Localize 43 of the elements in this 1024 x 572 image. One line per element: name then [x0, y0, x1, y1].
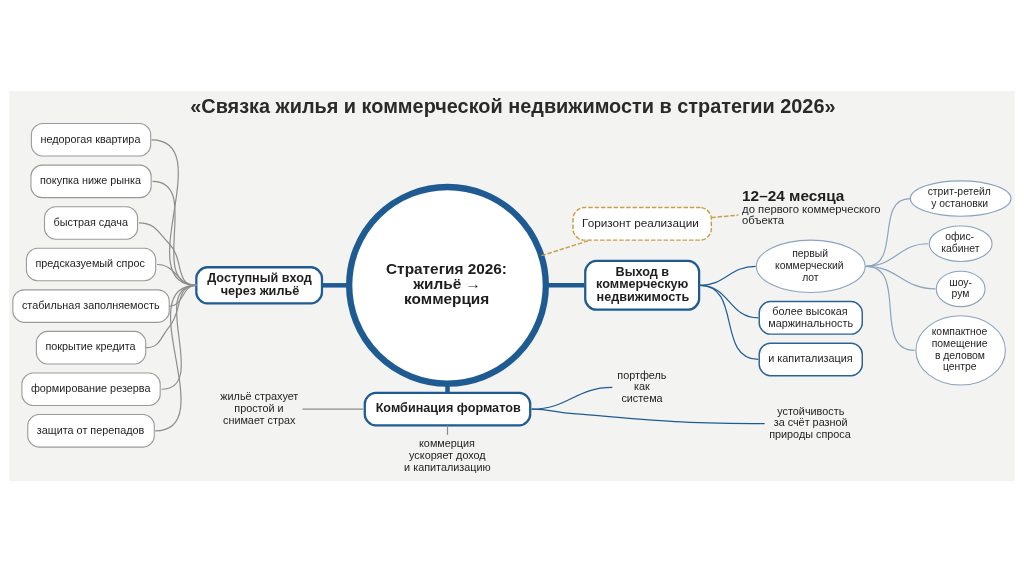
connector	[865, 265, 916, 351]
node-text: коммерция ускоряет доход и капитализацию	[404, 437, 491, 473]
connector	[301, 408, 365, 410]
node-box: Доступный вход через жильё	[195, 266, 324, 305]
node-box: защита от перепадов	[27, 414, 155, 448]
node-box: более высокая маржинальность	[758, 300, 863, 335]
connector	[865, 197, 911, 267]
connector	[445, 383, 450, 393]
connector	[545, 283, 585, 288]
node-box: быстрая сдача	[43, 206, 139, 240]
node-box: покрытие кредита	[35, 330, 147, 365]
connector	[156, 263, 197, 286]
connector	[710, 214, 740, 219]
node-box: недорогая квартира	[30, 123, 152, 157]
node-circle: Стратегия 2026: жильё → коммерция	[346, 183, 549, 387]
connector	[151, 180, 197, 286]
node-text: 12–24 месяца до первого коммерческого объекта	[742, 186, 881, 227]
node-ellipse: стрит-ретейл у остановки	[909, 180, 1012, 217]
connector	[154, 284, 197, 432]
node-ellipse: офис-кабинет	[928, 225, 993, 262]
connector	[151, 139, 197, 286]
connector	[699, 265, 757, 286]
node-ellipse: первый коммерческий лот	[755, 239, 866, 294]
connector	[530, 386, 613, 410]
node-text: устойчивость за счёт разной природы спроса	[769, 404, 851, 441]
node-text: жильё страхует простой и снимает страх	[220, 390, 299, 426]
node-box: формирование резерва	[21, 372, 161, 407]
connector	[138, 222, 197, 286]
connector	[699, 284, 759, 361]
diagram-title: «Связка жилья и коммерческой недвижимости в стратегии 2026»	[190, 95, 836, 118]
node-ellipse: компактное помещение в деловом центре	[915, 315, 1006, 386]
node-box: Комбинация форматов	[363, 391, 532, 427]
connector	[321, 283, 350, 288]
node-box: стабильная заполняемость	[12, 289, 170, 323]
node-box: Выход в коммерческую недвижимость	[584, 259, 701, 311]
node-ellipse: шоу-рум	[935, 270, 986, 308]
connector	[540, 239, 591, 257]
connector	[530, 408, 766, 425]
node-box: покупка ниже рынка	[30, 164, 152, 199]
node-text: портфель как система	[617, 368, 667, 405]
node-box: предсказуемый спрос	[25, 247, 157, 282]
node-box: и капитализация	[758, 342, 863, 377]
node-box: Горизонт реализации	[572, 206, 713, 241]
